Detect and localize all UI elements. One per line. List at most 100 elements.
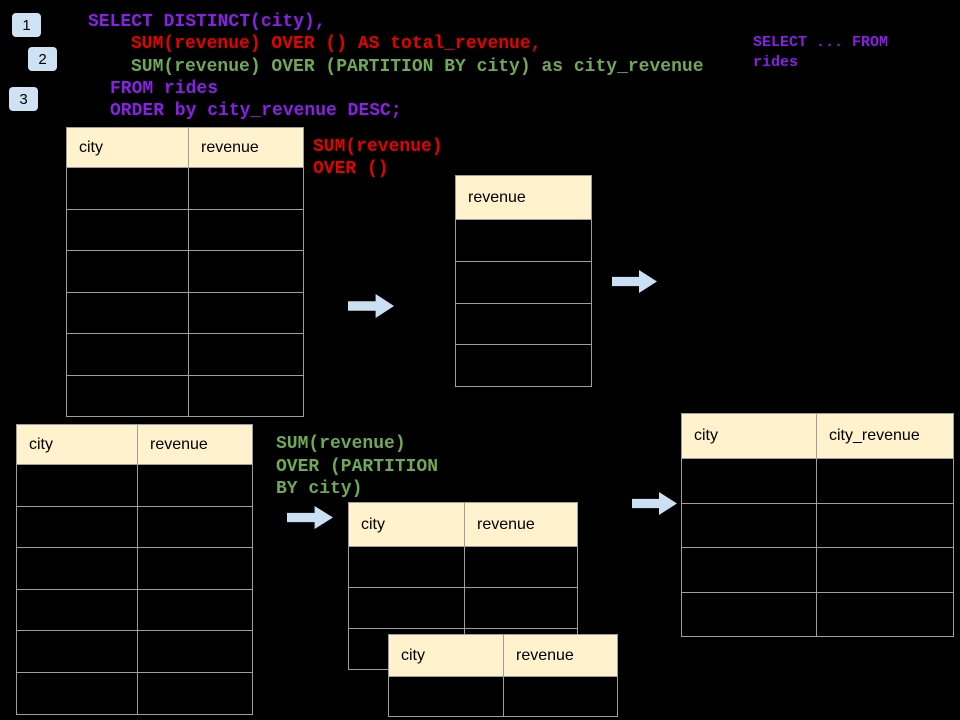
table-header-row: city revenue — [67, 128, 303, 167]
table-header-row: revenue — [456, 176, 591, 219]
column-header-revenue: revenue — [137, 425, 252, 464]
table-cell-empty — [188, 168, 303, 209]
table-cell-empty — [17, 507, 137, 548]
sql-line-total-revenue: SUM(revenue) OVER () AS total_revenue, — [131, 34, 542, 54]
table-row — [67, 291, 303, 334]
sql-line-city-revenue: SUM(revenue) OVER (PARTITION BY city) as… — [131, 57, 704, 77]
table-row — [349, 546, 577, 587]
table-cell-empty — [816, 548, 953, 592]
step-badge-3: 3 — [9, 87, 38, 111]
table-cell-empty — [816, 503, 953, 547]
table-cell-empty — [503, 677, 617, 716]
table-row — [349, 587, 577, 628]
table-cell-empty — [682, 548, 816, 592]
table-header-row: city revenue — [17, 425, 252, 464]
table-source-bottom: city revenue — [16, 424, 253, 715]
annotation-sum-partition-line2: OVER (PARTITION — [276, 457, 439, 477]
table-cell-empty — [188, 209, 303, 250]
table-body — [67, 167, 303, 416]
table-cell-empty — [682, 504, 816, 548]
table-cell-empty — [17, 631, 137, 672]
column-header-city: city — [29, 435, 53, 453]
annotation-sum-partition-line3: BY city) — [276, 479, 363, 499]
table-body — [17, 464, 252, 714]
table-cell-empty — [682, 459, 816, 503]
table-body — [682, 458, 953, 636]
table-cell-empty — [188, 292, 303, 333]
table-cell-empty — [67, 376, 188, 417]
table-cell-empty — [17, 548, 137, 589]
table-cell-empty — [456, 220, 591, 261]
table-row — [682, 458, 953, 503]
table-cell-empty — [188, 334, 303, 375]
table-cell-empty — [188, 375, 303, 416]
table-row — [67, 374, 303, 417]
table-total-revenue-result: revenue — [455, 175, 592, 388]
table-cell-empty — [67, 210, 188, 251]
table-cell-empty — [67, 251, 188, 292]
table-partition-step: city revenue — [348, 502, 578, 670]
table-row — [17, 505, 252, 548]
table-row — [17, 671, 252, 714]
annotation-sum-over-all-line1: SUM(revenue) — [313, 137, 443, 157]
column-header-revenue: revenue — [464, 503, 577, 546]
table-header-row: city revenue — [389, 635, 617, 676]
arrow-right-icon — [632, 492, 677, 515]
table-header-row: city city_revenue — [682, 414, 953, 458]
table-row — [67, 250, 303, 292]
table-city-revenue-result: city city_revenue — [681, 413, 954, 637]
table-partition-step-overlay: city revenue — [388, 634, 618, 717]
table-row — [682, 591, 953, 637]
table-cell-empty — [67, 168, 188, 209]
column-header-city-revenue: city_revenue — [816, 414, 953, 458]
column-header-revenue: revenue — [188, 128, 303, 167]
table-row — [17, 464, 252, 506]
sql-line-from: FROM rides — [110, 79, 219, 99]
annotation-sum-over-all-line2: OVER () — [313, 159, 389, 179]
column-header-revenue: revenue — [503, 635, 617, 676]
column-header-revenue: revenue — [468, 188, 526, 206]
table-cell-empty — [67, 293, 188, 334]
table-source-top: city revenue — [66, 127, 304, 417]
table-cell-empty — [17, 590, 137, 631]
table-row — [17, 547, 252, 589]
table-cell-empty — [349, 588, 464, 628]
table-cell-empty — [137, 631, 252, 672]
table-cell-empty — [389, 677, 503, 716]
table-row — [17, 630, 252, 672]
table-cell-empty — [137, 672, 252, 714]
step-badge-2: 2 — [28, 47, 57, 71]
table-cell-empty — [17, 465, 137, 506]
arrow-right-icon — [348, 294, 394, 318]
table-body — [456, 219, 591, 386]
table-cell-empty — [137, 548, 252, 589]
table-cell-empty — [137, 465, 252, 506]
table-cell-empty — [17, 673, 137, 714]
table-row — [389, 676, 617, 716]
from-rides-snippet-line2: rides — [753, 54, 799, 71]
table-cell-empty — [188, 251, 303, 292]
table-cell-empty — [682, 593, 816, 637]
arrow-right-icon — [287, 506, 333, 529]
arrow-right-icon — [612, 270, 657, 293]
table-body — [389, 676, 617, 716]
step-badge-1: 1 — [12, 13, 41, 37]
table-row — [67, 167, 303, 209]
annotation-sum-partition-line1: SUM(revenue) — [276, 434, 406, 454]
table-row — [456, 344, 591, 386]
column-header-city: city — [79, 138, 103, 156]
table-cell-empty — [816, 459, 953, 503]
table-cell-empty — [456, 304, 591, 345]
column-header-city: city — [401, 646, 425, 664]
table-row — [682, 547, 953, 592]
column-header-city: city — [361, 515, 385, 533]
table-cell-empty — [464, 588, 577, 628]
sql-line-order-by: ORDER by city_revenue DESC; — [110, 101, 402, 121]
table-cell-empty — [67, 334, 188, 375]
from-rides-snippet-line1: SELECT ... FROM — [753, 34, 889, 51]
table-header-row: city revenue — [349, 503, 577, 546]
table-row — [67, 208, 303, 251]
table-cell-empty — [464, 547, 577, 587]
sql-line-select: SELECT DISTINCT(city), — [88, 12, 326, 32]
